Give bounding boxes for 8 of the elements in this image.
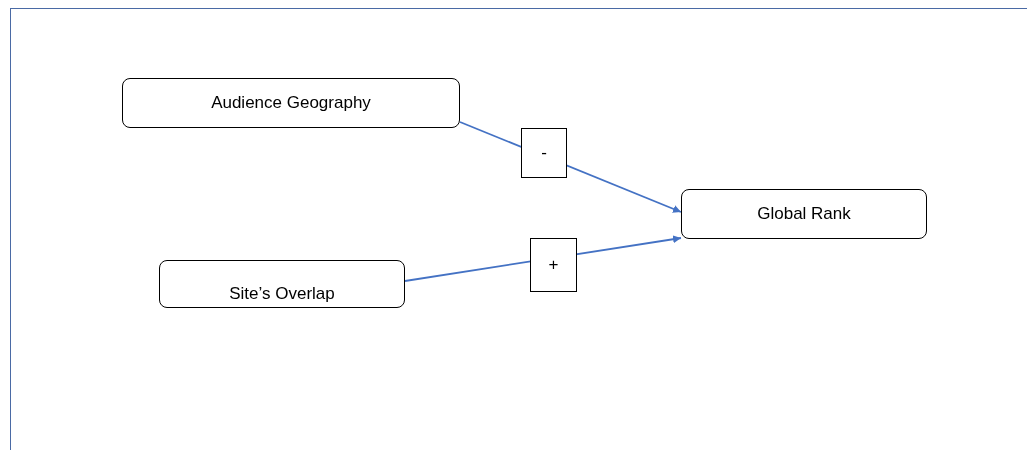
- edge-label: +: [530, 238, 577, 292]
- process-box: [159, 260, 405, 308]
- node-label: Site’s Overlap: [229, 284, 335, 304]
- process-box: [681, 189, 927, 239]
- node-label: Audience Geography: [211, 93, 371, 113]
- process-box: [122, 78, 460, 128]
- node-label: Global Rank: [757, 204, 851, 224]
- edge-label: -: [521, 128, 567, 178]
